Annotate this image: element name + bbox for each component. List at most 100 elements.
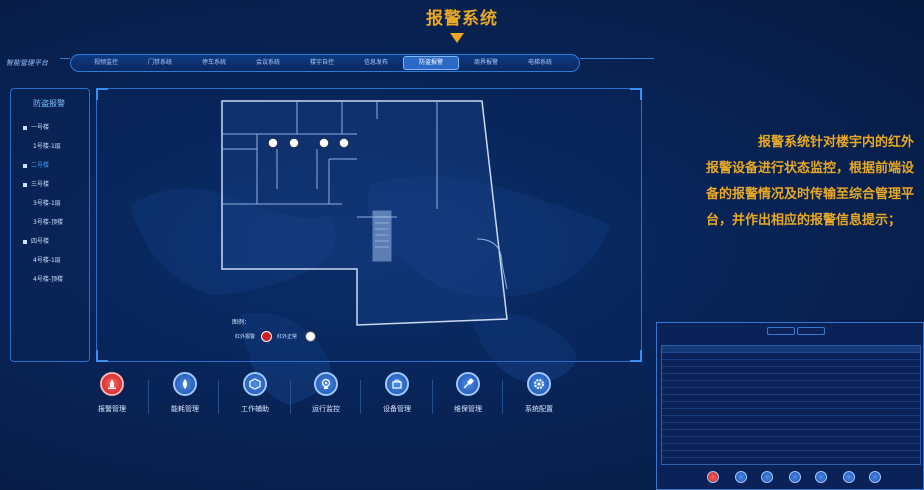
legend-title: 图例： [232,319,251,326]
mini-toolbar [657,467,923,487]
tool-alarm-management[interactable]: 报警管理 [82,372,142,414]
mini-wrench-icon [843,471,855,483]
energy-icon [173,372,197,396]
legend-alarm: 红外报警 [235,334,256,340]
table-row [662,388,920,395]
title-arrow-icon [450,33,464,43]
toolbar-divider [360,380,361,414]
gear-icon [527,372,551,396]
nav-tab-burglar-alarm[interactable]: 防盗报警 [403,56,459,70]
legend-normal: 红外正常 [277,334,298,340]
building-tree: 一号楼 1号楼-1层 二号楼 三号楼 3号楼-1层 3号楼-顶楼 四号楼 4号楼… [11,118,89,289]
normal-sensor-icon [305,331,316,342]
tool-run-monitor[interactable]: 运行监控 [296,372,356,414]
device-icon [385,372,409,396]
frame-corner [630,350,642,362]
table-row [662,367,920,374]
alarm-sensor-icon [261,331,272,342]
nav-cap-right [580,58,654,59]
mini-energy-icon [735,471,747,483]
table-row [662,416,920,423]
table-row [662,395,920,402]
table-row [662,353,920,360]
wrench-icon [456,372,480,396]
alarm-record-table [661,345,921,465]
table-row [662,451,920,458]
tree-item-selected[interactable]: 二号楼 [11,156,89,175]
tree-item[interactable]: 1号楼-1层 [33,143,61,150]
toolbar-divider [148,380,149,414]
mini-cube-icon [761,471,773,483]
floor-outline [221,100,508,326]
mini-alarm-icon [707,471,719,483]
app-screenshot: 智能管理平台 视频监控 门禁系统 停车系统 会议系统 楼宇自控 信息发布 防盗报… [0,50,654,430]
system-description: 报警系统针对楼宇内的红外报警设备进行状态监控，根据前端设备的报警情况及时传输至综… [706,135,915,228]
nav-tab-elevator[interactable]: 电梯系统 [527,59,552,66]
frame-corner [96,350,108,362]
toolbar-divider [218,380,219,414]
tree-item[interactable]: 一号楼 [11,118,89,137]
toolbar-divider [432,380,433,414]
mini-device-icon [815,471,827,483]
tool-work-assist[interactable]: 工作辅助 [225,372,285,414]
infrared-sensor-icon [268,138,349,148]
sidebar-title: 防盗报警 [33,99,65,108]
module-toolbar: 报警管理 能耗管理 工作辅助 运行监控 设备管理 维保管理 系统 [0,368,654,428]
table-row [662,430,920,437]
tool-label: 系统配置 [525,405,553,413]
nav-tab-building[interactable]: 楼宇自控 [309,59,334,66]
nav-cap-left [60,58,70,59]
tree-item[interactable]: 3号楼-1层 [33,200,61,207]
cube-icon [243,372,267,396]
nav-tab-parking[interactable]: 停车系统 [201,59,226,66]
report-thumbnail [656,322,924,490]
tool-device-management[interactable]: 设备管理 [367,372,427,414]
nav-tab-meeting[interactable]: 会议系统 [255,59,280,66]
tool-energy-management[interactable]: 能耗管理 [155,372,215,414]
floor-plan-panel: 图例： 红外报警 红外正常 [96,88,642,362]
tool-label: 能耗管理 [171,405,199,413]
nav-tab-access[interactable]: 门禁系统 [147,59,172,66]
mini-gear-icon [869,471,881,483]
toolbar-divider [290,380,291,414]
floor-stairs [375,216,389,248]
nav-tab-video[interactable]: 视频监控 [93,59,118,66]
tree-item[interactable]: 4号楼-顶楼 [33,276,63,283]
top-nav: 视频监控 门禁系统 停车系统 会议系统 楼宇自控 信息发布 防盗报警 周界报警 … [70,54,580,72]
tree-item[interactable]: 三号楼 [11,175,89,194]
nav-tab-info[interactable]: 信息发布 [363,59,388,66]
page-title: 报警系统 [426,9,498,29]
table-row [662,402,920,409]
mini-tab [767,327,795,335]
tool-label: 工作辅助 [241,405,269,413]
floor-plan [221,100,508,326]
tree-item[interactable]: 4号楼-1层 [33,257,61,264]
tool-maintenance[interactable]: 维保管理 [438,372,498,414]
mini-camera-icon [789,471,801,483]
building-sidebar: 防盗报警 一号楼 1号楼-1层 二号楼 三号楼 3号楼-1层 3号楼-顶楼 四号… [10,88,90,362]
alarm-icon [100,372,124,396]
frame-corner [630,88,642,100]
tool-label: 运行监控 [312,405,340,413]
table-row [662,458,920,465]
nav-tab-perimeter[interactable]: 周界报警 [473,59,498,66]
tool-system-config[interactable]: 系统配置 [509,372,569,414]
table-row [662,409,920,416]
frame-corner [96,88,108,100]
toolbar-divider [502,380,503,414]
app-logo: 智能管理平台 [6,59,48,67]
mini-tab [797,327,825,335]
table-header-row [662,346,920,353]
table-row [662,437,920,444]
tree-item[interactable]: 四号楼 [11,232,89,251]
camera-icon [314,372,338,396]
table-row [662,360,920,367]
table-row [662,423,920,430]
tool-label: 维保管理 [454,405,482,413]
table-row [662,381,920,388]
table-row [662,444,920,451]
tool-label: 报警管理 [98,405,126,413]
tool-label: 设备管理 [383,405,411,413]
tree-item[interactable]: 3号楼-顶楼 [33,219,63,226]
table-row [662,374,920,381]
